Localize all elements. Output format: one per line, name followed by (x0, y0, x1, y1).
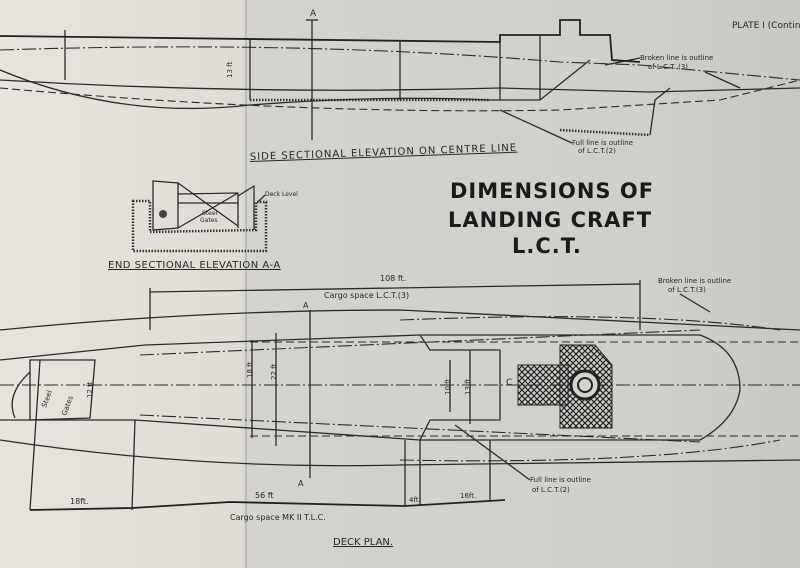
cargo-space-lct3-label: Cargo space L.C.T.(3) (324, 291, 409, 300)
bow-length-label: 18ft. (70, 497, 89, 506)
plan-broken-line-note-2: of L.C.T.(3) (668, 286, 706, 294)
full-line-note: Full line is outline (572, 139, 633, 147)
steel-gates-label: Steel (202, 210, 218, 217)
width-13-label: 13 ft (464, 379, 472, 395)
width-18-label: 18 ft (246, 362, 254, 378)
section-mark-bottom: A (298, 479, 304, 488)
cargo-length-label: 56 ft (255, 491, 274, 500)
gate-width-label: 12 ft (86, 382, 94, 398)
broken-line-note: Broken line is outline (640, 54, 713, 62)
section-mark-a: A (310, 9, 317, 19)
depth-dimension: 13 ft (226, 62, 234, 78)
deck-level-label: Deck Level (265, 191, 298, 198)
end-sectional-elevation: Steel Gates Deck Level END SECTIONAL ELE… (108, 180, 298, 271)
width-22-label: 22 ft (270, 364, 278, 380)
plate-label: PLATE I (Contin (732, 21, 800, 31)
section-mark-top: A (303, 301, 309, 310)
plan-full-line-note: Full line is outline (530, 476, 591, 484)
deck-plan-caption: DECK PLAN. (333, 537, 393, 548)
title-line-3: L.C.T. (512, 234, 582, 258)
cargo-space-mk2-label: Cargo space MK II T.L.C. (230, 513, 326, 522)
end-elevation-caption: END SECTIONAL ELEVATION A-A (108, 260, 281, 271)
plan-broken-line-note: Broken line is outline (658, 277, 731, 285)
steel-gates-label-2: Gates (200, 217, 218, 224)
plan-full-line-note-2: of L.C.T.(2) (532, 486, 570, 494)
drawing-title: DIMENSIONS OF LANDING CRAFT L.C.T. (448, 179, 654, 258)
marker-c: C (506, 378, 512, 388)
overall-length-label: 108 ft. (380, 274, 406, 283)
broken-line-note-2: of L.C.T. (3) (648, 63, 688, 71)
width-10-label: 10 ft (444, 379, 452, 395)
title-line-1: DIMENSIONS OF (450, 179, 654, 203)
title-line-2: LANDING CRAFT (448, 208, 652, 232)
full-line-note-2: of L.C.T.(2) (578, 147, 616, 155)
deck-plan: 108 ft. Cargo space L.C.T.(3) A A Steel … (0, 274, 800, 548)
aft-length-label: 16ft. (460, 492, 476, 500)
gap-length-label: 4ft. (409, 496, 421, 504)
